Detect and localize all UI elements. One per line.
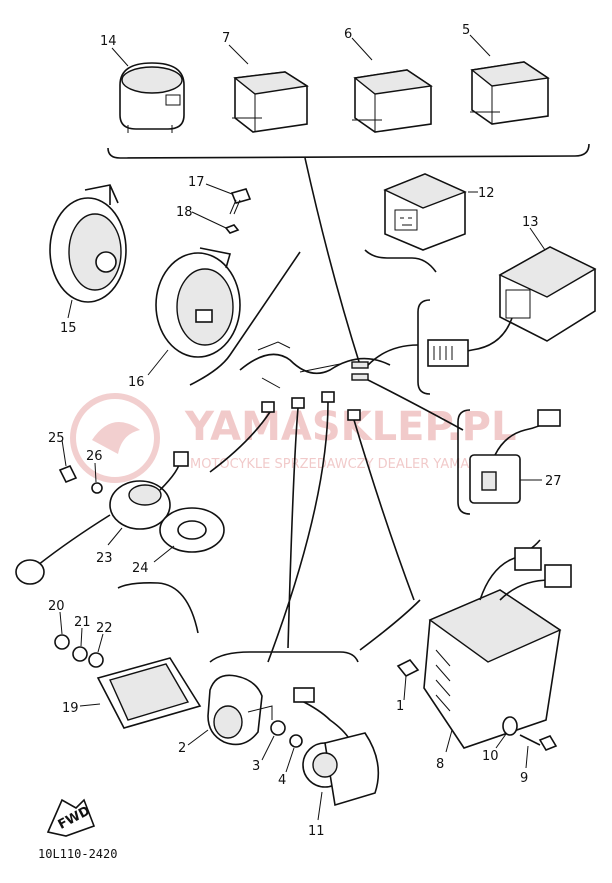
diagram-code: 10L110-2420 bbox=[38, 847, 117, 861]
callout-3: 3 bbox=[252, 759, 260, 774]
wiring-harness bbox=[209, 341, 464, 663]
nut-22 bbox=[88, 652, 104, 668]
horn-16 bbox=[155, 247, 241, 358]
callout-27: 27 bbox=[545, 474, 562, 489]
relay-13 bbox=[427, 246, 597, 367]
callout-2: 2 bbox=[178, 741, 186, 756]
nut-21 bbox=[72, 646, 88, 662]
screw-25 bbox=[58, 464, 78, 484]
leader-8 bbox=[445, 729, 453, 753]
watermark-tagline: MOTOCYKLE SPRZEDAWCZY DEALER YAMAHA bbox=[190, 457, 488, 472]
callout-18: 18 bbox=[176, 205, 193, 220]
relay-7 bbox=[232, 71, 309, 133]
washer-4 bbox=[289, 734, 303, 748]
leader-10 bbox=[495, 733, 507, 749]
washer-10 bbox=[502, 716, 518, 736]
leader-9 bbox=[525, 745, 529, 769]
callout-20: 20 bbox=[48, 599, 65, 614]
washer-26 bbox=[91, 482, 103, 494]
bracket-12 bbox=[364, 249, 437, 273]
callout-13: 13 bbox=[522, 215, 539, 230]
bolt-9 bbox=[519, 734, 558, 751]
bracket-lower-mid bbox=[209, 651, 359, 663]
leader-21 bbox=[80, 627, 83, 647]
bracket-16 bbox=[189, 251, 301, 386]
callout-25: 25 bbox=[48, 431, 65, 446]
regulator-27 bbox=[469, 409, 561, 504]
leader-4 bbox=[285, 747, 295, 773]
switch-2 bbox=[207, 674, 273, 746]
bracket-lower-left bbox=[117, 582, 199, 634]
relay-5 bbox=[470, 61, 550, 125]
washer-3 bbox=[270, 720, 286, 736]
leader-3 bbox=[261, 735, 275, 761]
leader-17 bbox=[205, 183, 233, 195]
neutral-switch-23 bbox=[15, 451, 189, 585]
leader-25 bbox=[61, 439, 67, 467]
bracket-13 bbox=[417, 299, 431, 395]
callout-6: 6 bbox=[344, 27, 352, 42]
leader-26 bbox=[94, 462, 97, 483]
callout-26: 26 bbox=[86, 449, 103, 464]
leader-16 bbox=[147, 349, 169, 376]
leader-1 bbox=[403, 675, 407, 701]
leader-22 bbox=[97, 633, 104, 653]
callout-23: 23 bbox=[96, 551, 113, 566]
callout-19: 19 bbox=[62, 701, 79, 716]
callout-16: 16 bbox=[128, 375, 145, 390]
callout-10: 10 bbox=[482, 749, 499, 764]
leader-23 bbox=[107, 527, 123, 546]
top-group-bracket bbox=[107, 143, 590, 159]
callout-24: 24 bbox=[132, 561, 149, 576]
fwd-arrow: FWD bbox=[46, 798, 96, 837]
callout-9: 9 bbox=[520, 771, 528, 786]
leader-19 bbox=[79, 703, 101, 707]
gasket-24 bbox=[159, 507, 225, 553]
callout-22: 22 bbox=[96, 621, 113, 636]
callout-7: 7 bbox=[222, 31, 230, 46]
leader-15 bbox=[67, 299, 73, 319]
horn-15 bbox=[49, 184, 127, 303]
washer-18 bbox=[224, 224, 240, 234]
screw-17 bbox=[229, 188, 252, 215]
nut-20 bbox=[54, 634, 70, 650]
leader-11 bbox=[317, 791, 323, 821]
callout-21: 21 bbox=[74, 615, 91, 630]
callout-1: 1 bbox=[396, 699, 404, 714]
relay-14 bbox=[119, 62, 185, 133]
flasher-relay-12 bbox=[383, 173, 467, 251]
bracket-27 bbox=[457, 409, 471, 515]
callout-5: 5 bbox=[462, 23, 470, 38]
plate-19 bbox=[96, 657, 202, 729]
leader-7 bbox=[228, 44, 249, 65]
callout-4: 4 bbox=[278, 773, 286, 788]
relay-6 bbox=[352, 69, 433, 133]
bracket-lower-right bbox=[359, 599, 421, 651]
sensor-11 bbox=[293, 687, 380, 807]
rectifier-8 bbox=[423, 539, 572, 749]
leader-24 bbox=[153, 545, 175, 563]
callout-12: 12 bbox=[478, 186, 495, 201]
bolt-1 bbox=[396, 658, 420, 678]
watermark-logo bbox=[70, 393, 160, 483]
leader-14 bbox=[111, 47, 129, 67]
callout-8: 8 bbox=[436, 757, 444, 772]
leader-13 bbox=[529, 227, 546, 251]
watermark-logo-mark bbox=[92, 422, 140, 454]
leader-18 bbox=[191, 211, 227, 229]
leader-5 bbox=[469, 34, 491, 57]
leader-2 bbox=[187, 729, 209, 746]
top-leader bbox=[304, 157, 361, 366]
leader-20 bbox=[59, 611, 63, 635]
callout-15: 15 bbox=[60, 321, 77, 336]
leader-6 bbox=[351, 37, 373, 61]
callout-11: 11 bbox=[308, 824, 325, 839]
callout-17: 17 bbox=[188, 175, 205, 190]
callout-14: 14 bbox=[100, 34, 117, 49]
